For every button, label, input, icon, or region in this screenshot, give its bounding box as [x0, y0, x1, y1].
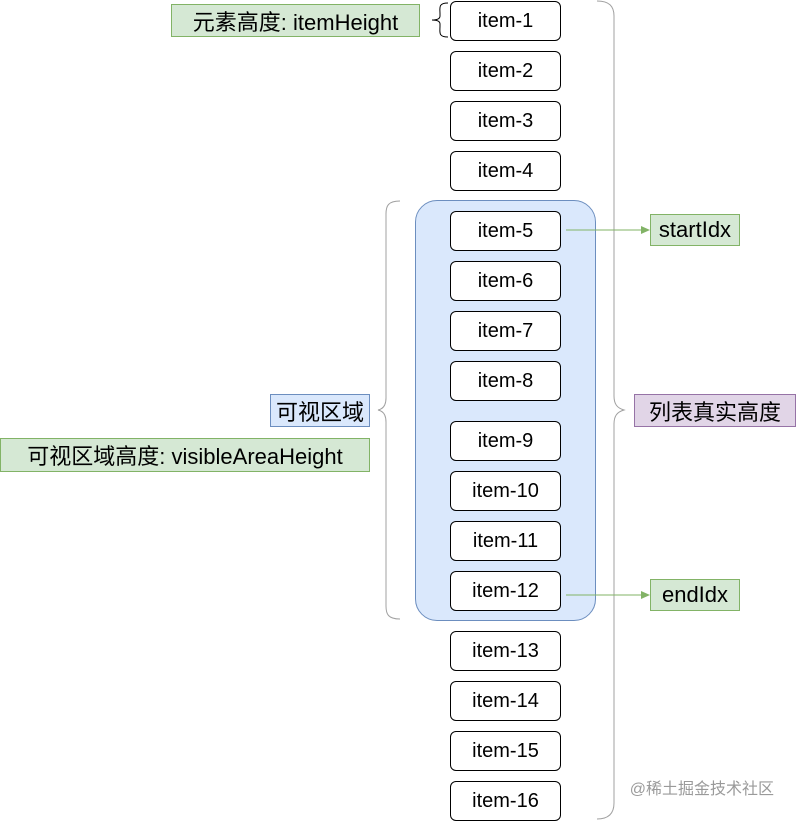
visible-area-label: 可视区域: [270, 394, 370, 427]
end-idx-arrowhead: [641, 591, 650, 599]
list-item: item-15: [450, 731, 561, 771]
list-item: item-1: [450, 1, 561, 41]
visible-area-brace: [377, 200, 401, 620]
list-item: item-13: [450, 631, 561, 671]
list-item: item-5: [450, 211, 561, 251]
list-item: item-2: [450, 51, 561, 91]
watermark: @稀土掘金技术社区: [629, 781, 774, 798]
list-height-brace: [596, 0, 626, 820]
list-item: item-6: [450, 261, 561, 301]
list-item: item-10: [450, 471, 561, 511]
list-item: item-3: [450, 101, 561, 141]
list-item: item-8: [450, 361, 561, 401]
list-item: item-4: [450, 151, 561, 191]
list-item: item-7: [450, 311, 561, 351]
list-item: item-11: [450, 521, 561, 561]
list-item: item-9: [450, 421, 561, 461]
start-idx-label: startIdx: [650, 214, 740, 246]
end-idx-label: endIdx: [650, 579, 740, 611]
list-item: item-14: [450, 681, 561, 721]
list-item: item-16: [450, 781, 561, 821]
item-height-label: 元素高度: itemHeight: [171, 4, 420, 37]
list-item: item-12: [450, 571, 561, 611]
list-height-label: 列表真实高度: [634, 394, 796, 427]
visible-area-height-label: 可视区域高度: visibleAreaHeight: [0, 438, 370, 472]
start-idx-arrowhead: [641, 226, 650, 234]
item-height-brace: [431, 2, 449, 38]
